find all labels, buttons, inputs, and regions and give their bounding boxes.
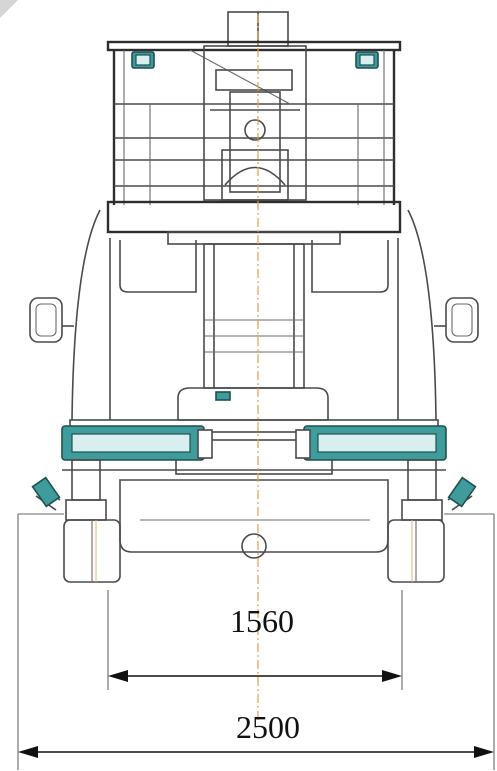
right-jack: [401, 459, 477, 521]
right-warning-lamp-lens: [359, 54, 375, 66]
right-wheel: [387, 519, 445, 583]
column-tag: [215, 391, 231, 401]
platform-basket: [106, 40, 402, 205]
lift-column: [203, 45, 307, 201]
left-mirror: [29, 297, 74, 343]
left-wheel: [63, 519, 121, 583]
overall-width-dimension: [17, 513, 495, 770]
left-warning-lamp-lens: [135, 54, 151, 66]
overall-width-label: 2500: [236, 709, 300, 745]
track-width-label: 1560: [230, 603, 294, 639]
left-jack: [31, 459, 107, 521]
corner-mark: [0, 0, 18, 18]
track-width-dimension: [107, 590, 403, 690]
right-outrigger: [295, 425, 447, 461]
right-mirror: [434, 297, 479, 343]
left-outrigger: [61, 425, 213, 461]
cab-body: [71, 200, 437, 421]
